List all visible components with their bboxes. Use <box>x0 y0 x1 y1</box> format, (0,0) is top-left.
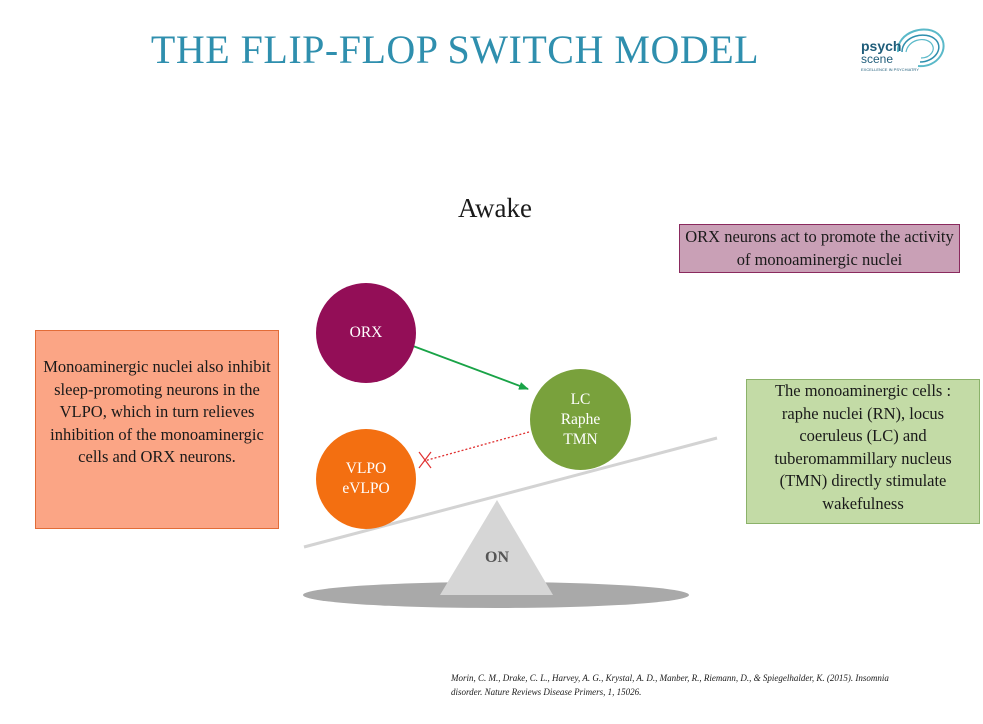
lc-label: LC <box>570 390 591 408</box>
logo-word-scene: scene <box>861 52 894 66</box>
seesaw-beam <box>303 436 718 549</box>
inhibition-cross-icon <box>418 451 432 469</box>
orx-node-label: ORX <box>349 324 383 341</box>
raphe-label: Raphe <box>560 410 601 428</box>
monoaminergic-note-box: Monoaminergic nuclei also inhibit sleep-… <box>35 330 279 529</box>
monoaminergic-cells-note-box: The monoaminergic cells : raphe nuclei (… <box>746 379 980 524</box>
reference-line-1: Morin, C. M., Drake, C. L., Harvey, A. G… <box>451 673 889 683</box>
activation-arrow <box>412 345 529 390</box>
lc-raphe-tmn-node: LC Raphe TMN <box>530 369 631 470</box>
tmn-label: TMN <box>563 430 598 448</box>
fulcrum-on-label: ON <box>485 549 509 566</box>
evlpo-label: eVLPO <box>342 480 390 497</box>
seesaw-fulcrum <box>440 500 553 595</box>
reference-line-2: disorder. Nature Reviews Disease Primers… <box>451 687 642 697</box>
psych-scene-logo: psych scene EXCELLENCE IN PSYCHIATRY <box>858 22 948 77</box>
state-label: Awake <box>458 193 532 223</box>
logo-word-psych: psych <box>861 38 902 54</box>
inhibition-line <box>423 431 530 462</box>
logo-tagline: EXCELLENCE IN PSYCHIATRY <box>861 67 919 72</box>
page-title: THE FLIP-FLOP SWITCH MODEL <box>150 27 760 72</box>
vlpo-label: VLPO <box>345 460 387 477</box>
vlpo-node: VLPO eVLPO <box>316 429 416 529</box>
orx-note-box: ORX neurons act to promote the activity … <box>679 224 960 273</box>
reference-citation: Morin, C. M., Drake, C. L., Harvey, A. G… <box>451 671 951 699</box>
orx-node: ORX <box>316 283 416 383</box>
logo-swirl-icon <box>896 28 945 68</box>
